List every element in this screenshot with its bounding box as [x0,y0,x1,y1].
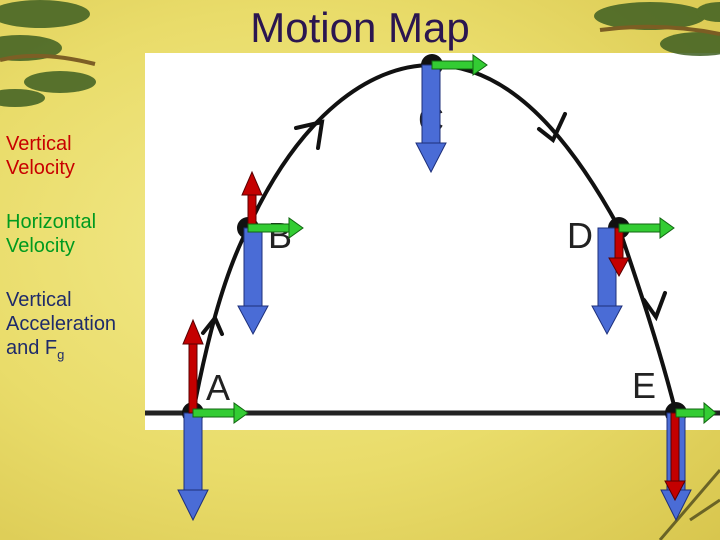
point-a-label: A [206,367,230,408]
point-b-label: B [268,215,292,256]
point-a-acceleration-arrow [178,413,208,520]
pine-branch-left-decoration [0,0,96,107]
point-a-vertical-velocity-arrow [183,320,203,413]
point-d-label: D [567,215,593,256]
pine-branch-right-decoration [594,2,720,56]
point-e-label: E [632,365,656,406]
